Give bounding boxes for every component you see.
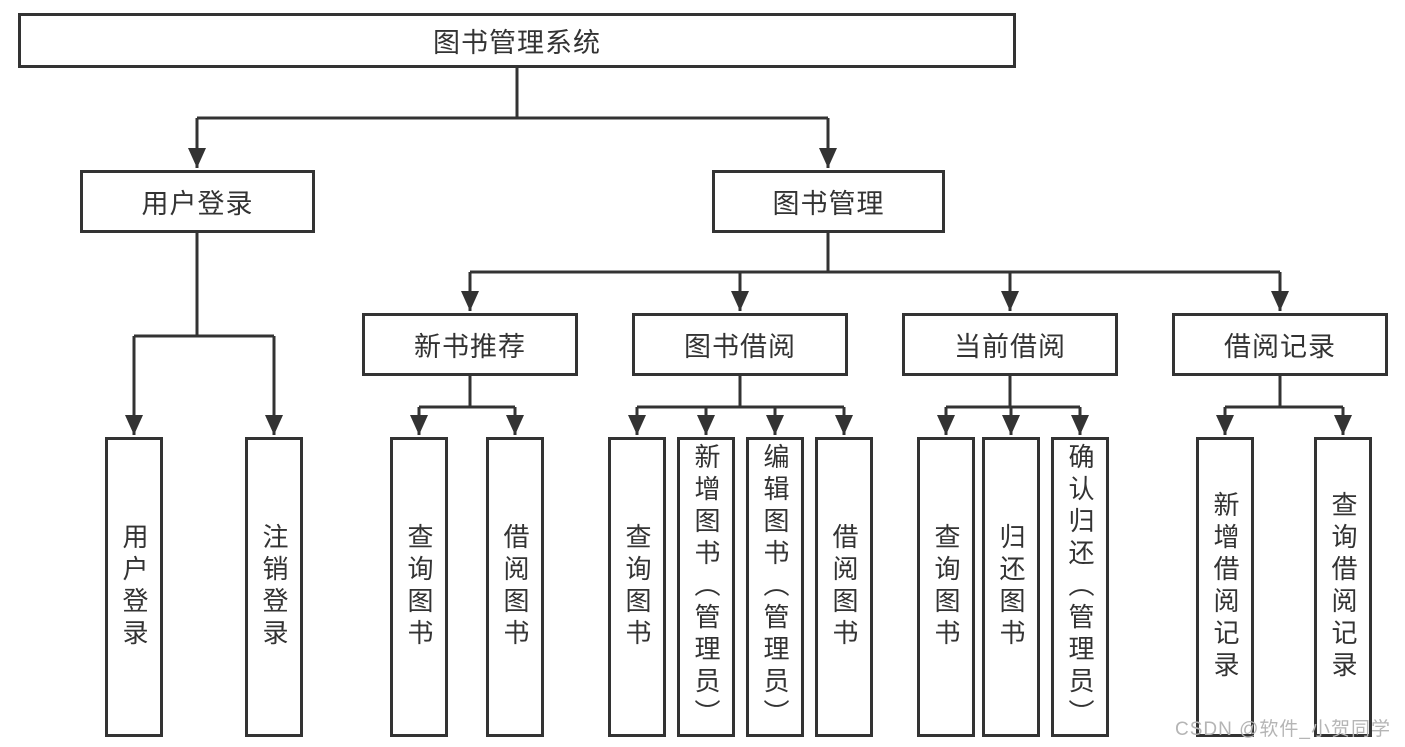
- leaf-recommend-query-books: 查询图书: [390, 437, 448, 737]
- csdn-watermark: CSDN @软件_小贺同学: [1175, 719, 1391, 740]
- leaf-current-query-books: 查询图书: [917, 437, 975, 737]
- node-new-book-recommend: 新书推荐: [362, 313, 578, 376]
- node-book-management: 图书管理: [712, 170, 945, 233]
- leaf-borrow-edit-books-admin: 编辑图书（管理员）: [746, 437, 804, 737]
- leaf-label: 查询图书: [622, 523, 652, 651]
- leaf-label: 查询借阅记录: [1328, 491, 1358, 683]
- leaf-label: 归还图书: [996, 523, 1026, 651]
- node-borrow-records: 借阅记录: [1172, 313, 1388, 376]
- leaf-records-add-record: 新增借阅记录: [1196, 437, 1254, 737]
- leaf-label: 注销登录: [259, 523, 289, 651]
- leaf-label: 确认归还（管理员）: [1065, 443, 1095, 731]
- connector-skeleton: [134, 68, 1343, 409]
- node-current-borrow: 当前借阅: [902, 313, 1118, 376]
- leaf-records-query-record: 查询借阅记录: [1314, 437, 1372, 737]
- leaf-borrow-borrow-books: 借阅图书: [815, 437, 873, 737]
- leaf-label: 用户登录: [119, 523, 149, 651]
- node-book-borrow: 图书借阅: [632, 313, 848, 376]
- node-user-login: 用户登录: [80, 170, 315, 233]
- leaf-user-login: 用户登录: [105, 437, 163, 737]
- leaf-logout: 注销登录: [245, 437, 303, 737]
- leaf-label: 编辑图书（管理员）: [760, 443, 790, 731]
- node-root: 图书管理系统: [18, 13, 1016, 68]
- leaf-borrow-query-books: 查询图书: [608, 437, 666, 737]
- leaf-recommend-borrow-books: 借阅图书: [486, 437, 544, 737]
- leaf-label: 新增图书（管理员）: [691, 443, 721, 731]
- leaf-label: 新增借阅记录: [1210, 491, 1240, 683]
- leaf-borrow-add-books-admin: 新增图书（管理员）: [677, 437, 735, 737]
- leaf-label: 借阅图书: [500, 523, 530, 651]
- leaf-label: 查询图书: [931, 523, 961, 651]
- leaf-label: 查询图书: [404, 523, 434, 651]
- leaf-current-confirm-return-admin: 确认归还（管理员）: [1051, 437, 1109, 737]
- leaf-label: 借阅图书: [829, 523, 859, 651]
- leaf-current-return-books: 归还图书: [982, 437, 1040, 737]
